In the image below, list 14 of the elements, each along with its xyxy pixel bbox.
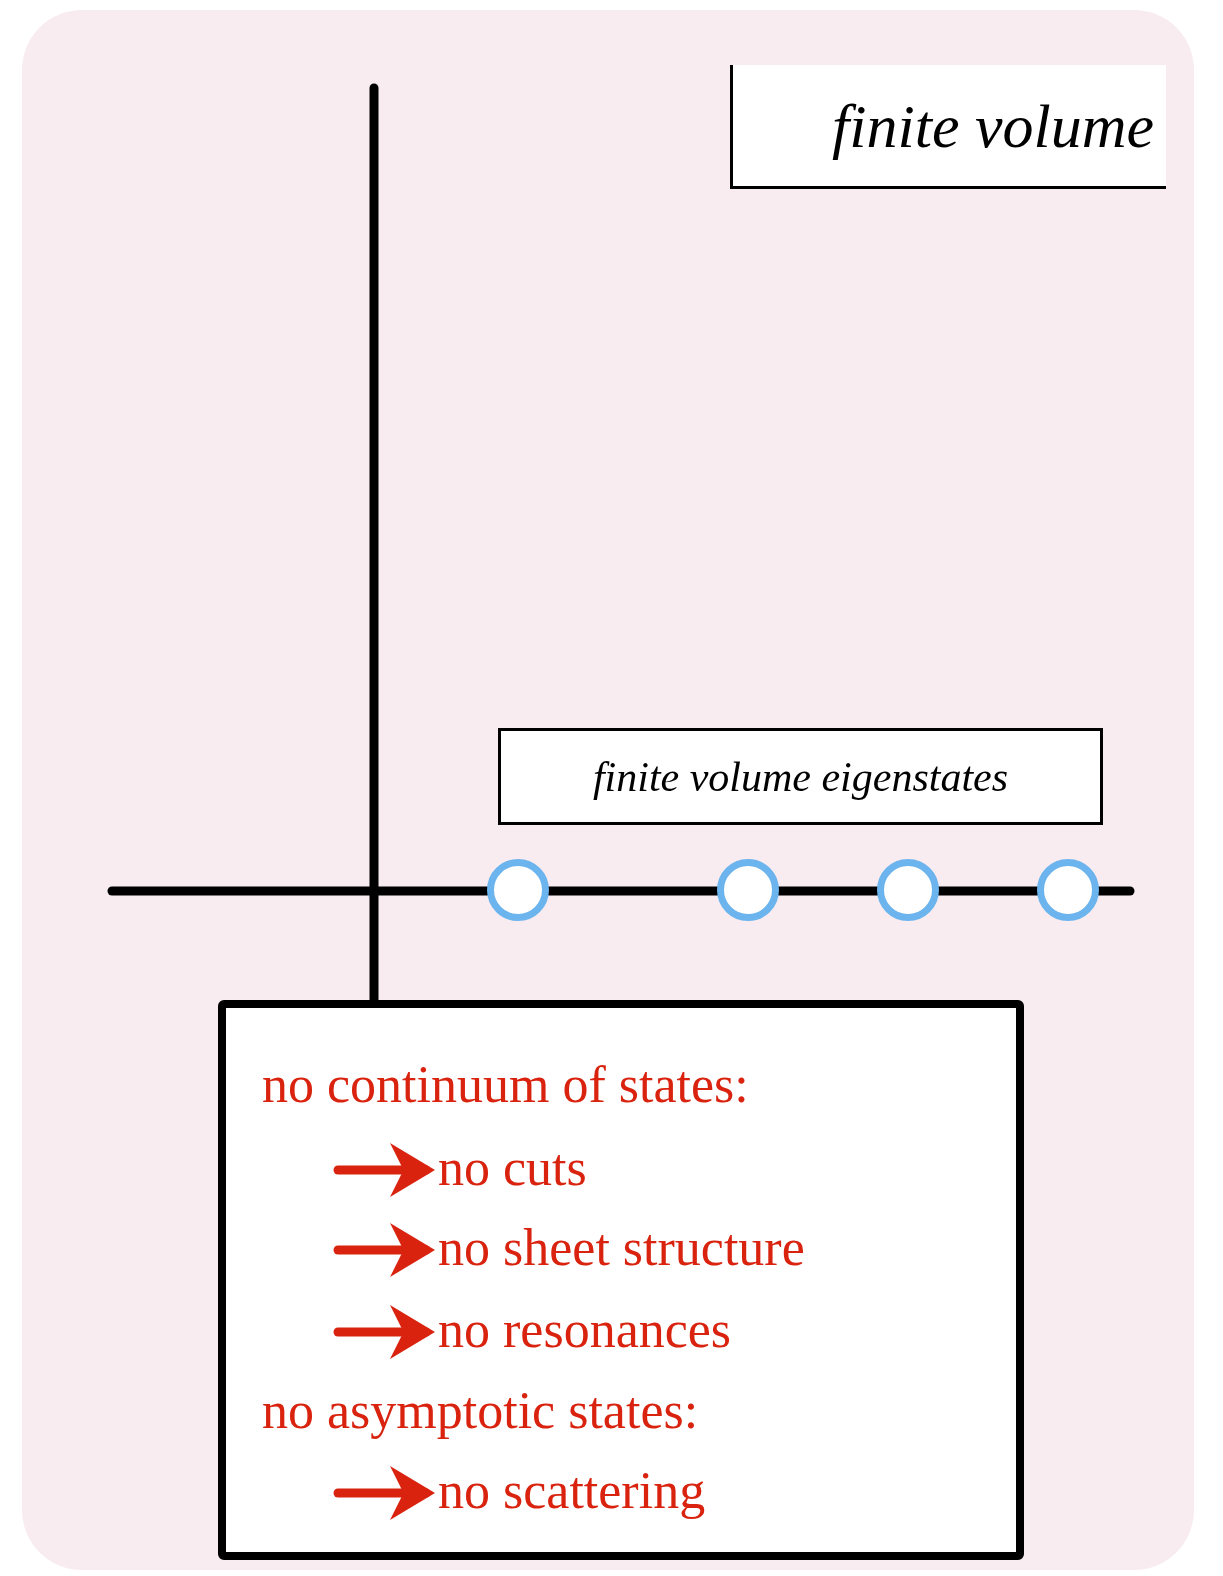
item-text: no cuts (438, 1137, 998, 1199)
heading-text: no continuum of states: (262, 1054, 962, 1116)
label-text: finite volume eigenstates (592, 755, 1009, 798)
item-text: no resonances (438, 1299, 998, 1361)
arrow (333, 1143, 435, 1197)
heading-text: no asymptotic states: (262, 1380, 962, 1442)
title-label (730, 65, 1166, 189)
arrow (333, 1466, 435, 1520)
item-text: no sheet structure (438, 1217, 998, 1279)
label-box (498, 728, 1103, 825)
arrow (333, 1223, 435, 1277)
arrow (333, 1305, 435, 1359)
text-box (218, 1000, 1024, 1560)
item-text: no scattering (438, 1460, 998, 1522)
